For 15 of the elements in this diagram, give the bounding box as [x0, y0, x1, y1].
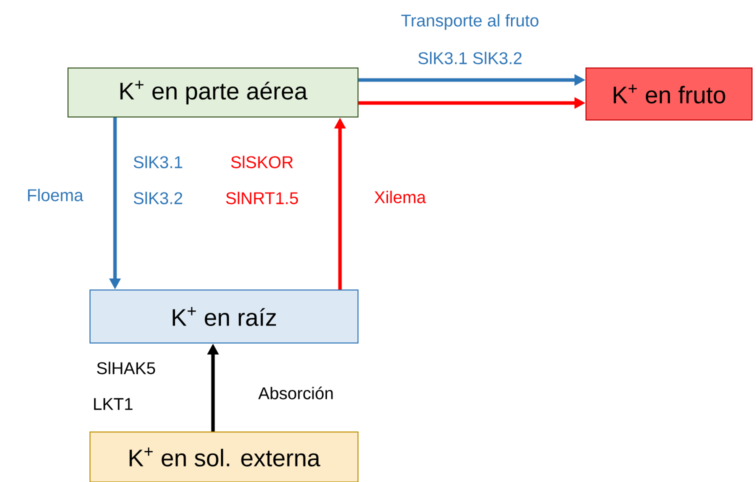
gene-label: SlK3.1 SlK3.2 — [418, 52, 522, 64]
box: K$^{+}$ en sol. externa — [90, 432, 358, 482]
edge-label: Absorción — [258, 386, 333, 400]
gene-label: SlK3.2 — [134, 192, 182, 204]
gene-label: SlNRT1.5 — [226, 192, 298, 204]
edge-label: Floema — [28, 188, 84, 202]
edge-label: Xilema — [374, 190, 426, 204]
gene-label: LKT1 — [94, 398, 132, 410]
edge-label: Transporte al fruto — [401, 14, 538, 30]
gene-label: SlHAK5 — [97, 362, 156, 374]
box: K$^{+}$ en raíz — [90, 290, 358, 344]
box: K$^{+}$ en parte aérea — [68, 68, 358, 118]
gene-label: SlK3.1 — [134, 156, 182, 168]
box: K$^{+}$ en fruto — [586, 68, 752, 120]
gene-label: SlSKOR — [231, 156, 293, 168]
